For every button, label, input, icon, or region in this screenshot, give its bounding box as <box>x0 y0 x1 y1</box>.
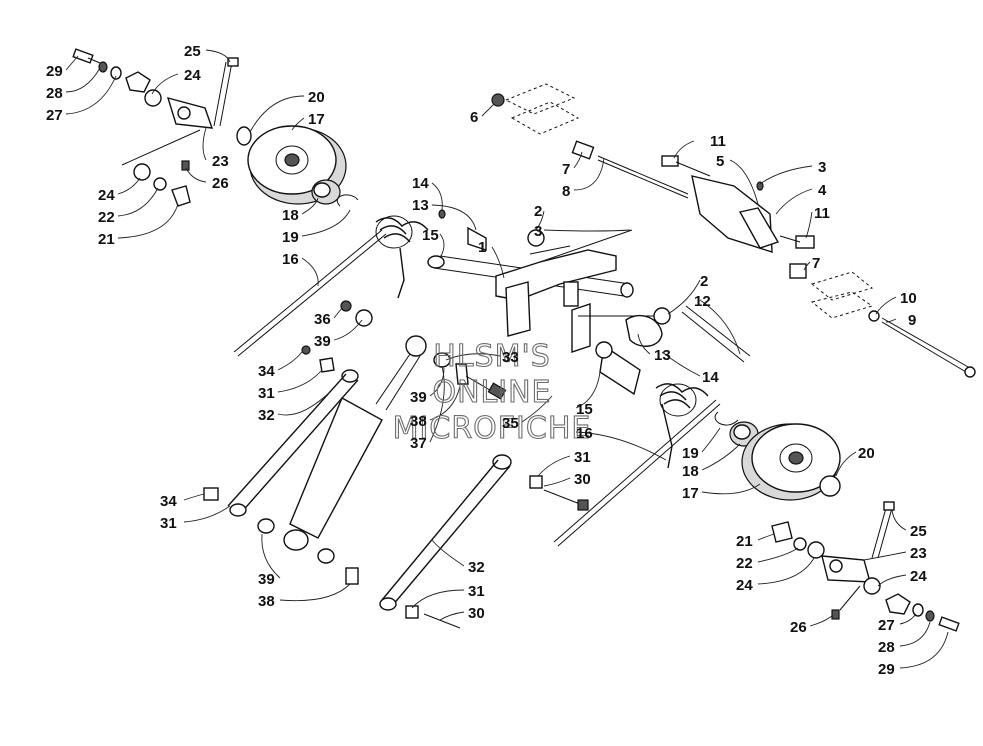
callout-3: 3 <box>818 159 826 176</box>
callout-18: 18 <box>682 463 699 480</box>
callout-13: 13 <box>654 347 671 364</box>
lower-right-hardware <box>771 501 960 632</box>
parts-drawing <box>72 48 976 632</box>
callout-35: 35 <box>502 415 519 432</box>
callout-7: 7 <box>812 255 820 272</box>
callout-34: 34 <box>258 363 275 380</box>
callout-13: 13 <box>412 197 429 214</box>
callout-26: 26 <box>790 619 807 636</box>
callout-25: 25 <box>910 523 927 540</box>
callout-16: 16 <box>282 251 299 268</box>
callout-33: 33 <box>502 349 519 366</box>
watermark-line-3: MICROFICHE <box>393 411 592 446</box>
callout-3: 3 <box>534 223 542 240</box>
callout-14: 14 <box>412 175 429 192</box>
callout-30: 30 <box>468 605 485 622</box>
callout-2: 2 <box>534 203 542 220</box>
callout-1: 1 <box>478 239 486 256</box>
callout-31: 31 <box>468 583 485 600</box>
callout-19: 19 <box>282 229 299 246</box>
callout-31: 31 <box>574 449 591 466</box>
callout-37: 37 <box>410 435 427 452</box>
callout-7: 7 <box>562 161 570 178</box>
callout-21: 21 <box>98 231 115 248</box>
callout-20: 20 <box>858 445 875 462</box>
callout-29: 29 <box>878 661 895 678</box>
callout-39: 39 <box>258 571 275 588</box>
callout-20: 20 <box>308 89 325 106</box>
center-shaft-assembly <box>427 209 751 396</box>
callout-28: 28 <box>878 639 895 656</box>
callout-38: 38 <box>258 593 275 610</box>
callout-31: 31 <box>258 385 275 402</box>
callout-24: 24 <box>98 187 115 204</box>
shock-absorber <box>283 309 507 585</box>
callout-24: 24 <box>184 67 201 84</box>
callout-15: 15 <box>422 227 439 244</box>
callout-8: 8 <box>562 183 570 200</box>
callout-32: 32 <box>258 407 275 424</box>
callout-31: 31 <box>160 515 177 532</box>
callout-24: 24 <box>910 568 927 585</box>
callout-39: 39 <box>314 333 331 350</box>
callout-11: 11 <box>814 205 830 222</box>
callout-26: 26 <box>212 175 229 192</box>
callout-36: 36 <box>314 311 331 328</box>
callout-21: 21 <box>736 533 753 550</box>
callout-23: 23 <box>212 153 229 170</box>
callout-29: 29 <box>46 63 63 80</box>
callout-22: 22 <box>736 555 753 572</box>
callout-17: 17 <box>682 485 699 502</box>
upper-left-spring <box>233 215 429 357</box>
callout-22: 22 <box>98 209 115 226</box>
watermark-line-1: HLSM'S <box>433 339 551 374</box>
callout-12: 12 <box>694 293 711 310</box>
callout-14: 14 <box>702 369 719 386</box>
upper-left-wheel <box>247 125 359 207</box>
upper-right-bracket <box>491 83 976 378</box>
callout-4: 4 <box>818 182 827 199</box>
callout-9: 9 <box>908 312 916 329</box>
callout-23: 23 <box>910 545 927 562</box>
watermark-line-2: ONLINE <box>432 375 551 410</box>
callout-30: 30 <box>574 471 591 488</box>
left-link-arm <box>203 300 359 534</box>
callout-32: 32 <box>468 559 485 576</box>
callout-10: 10 <box>900 290 917 307</box>
callout-39: 39 <box>410 389 427 406</box>
callout-5: 5 <box>716 153 724 170</box>
callout-27: 27 <box>46 107 63 124</box>
callout-16: 16 <box>576 425 593 442</box>
upper-left-hardware <box>72 48 252 207</box>
callout-17: 17 <box>308 111 325 128</box>
callout-11: 11 <box>710 133 726 150</box>
lower-right-wheel <box>729 421 841 501</box>
callout-labels: 29 28 27 25 24 20 17 23 26 24 22 21 18 1… <box>46 43 927 678</box>
callout-38: 38 <box>410 413 427 430</box>
leader-lines <box>65 49 949 669</box>
callout-28: 28 <box>46 85 63 102</box>
right-link-arm <box>379 454 589 629</box>
callout-19: 19 <box>682 445 699 462</box>
watermark: HLSM'S ONLINE MICROFICHE <box>392 338 592 446</box>
callout-18: 18 <box>282 207 299 224</box>
callout-27: 27 <box>878 617 895 634</box>
callout-6: 6 <box>470 109 478 126</box>
callout-34: 34 <box>160 493 177 510</box>
callout-2: 2 <box>700 273 708 290</box>
callout-25: 25 <box>184 43 201 60</box>
callout-24: 24 <box>736 577 753 594</box>
lower-right-spring <box>553 383 739 547</box>
callout-15: 15 <box>576 401 593 418</box>
